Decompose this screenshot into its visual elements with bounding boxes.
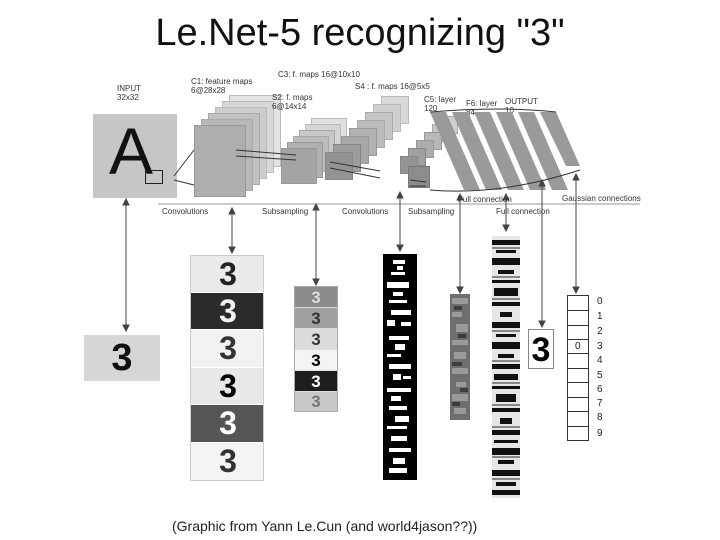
op-subsampling-2: Subsampling bbox=[408, 207, 454, 216]
output-digit: 4 bbox=[597, 355, 603, 366]
output-digit: 1 bbox=[597, 311, 603, 322]
op-gaussian-connections: Gaussian connections bbox=[562, 194, 641, 203]
f6-activation: 3 bbox=[528, 329, 554, 369]
op-convolutions-1: Convolutions bbox=[162, 207, 208, 216]
c1-map: 3 bbox=[191, 368, 263, 404]
input-activation: 3 bbox=[84, 335, 160, 381]
c1-map: 3 bbox=[191, 293, 263, 329]
op-subsampling-1: Subsampling bbox=[262, 207, 308, 216]
output-digit: 9 bbox=[597, 428, 603, 439]
output-digit: 3 bbox=[597, 341, 603, 352]
output-column bbox=[567, 295, 589, 441]
output-digit: 6 bbox=[597, 384, 603, 395]
output-digit: 7 bbox=[597, 398, 603, 409]
output-digit: 2 bbox=[597, 326, 603, 337]
c3-activation-column bbox=[383, 254, 417, 480]
s2-activation-column: 3 3 3 3 3 3 bbox=[294, 286, 338, 412]
op-full-connection-2: Full connection bbox=[496, 207, 550, 216]
op-full-connection-1: Full connection bbox=[458, 195, 512, 204]
c1-activation-column: 3 3 3 3 3 3 bbox=[190, 255, 264, 481]
output-digit: 8 bbox=[597, 412, 603, 423]
s4-activation-column bbox=[450, 294, 470, 420]
c5-activation-column bbox=[492, 236, 520, 498]
op-convolutions-2: Convolutions bbox=[342, 207, 388, 216]
output-digit: 0 bbox=[597, 296, 603, 307]
c1-map: 3 bbox=[191, 443, 263, 480]
c1-map: 3 bbox=[191, 256, 263, 292]
caption: (Graphic from Yann Le.Cun (and world4jas… bbox=[172, 518, 477, 534]
c1-map: 3 bbox=[191, 405, 263, 442]
output-marker: 0 bbox=[575, 341, 581, 352]
output-digit: 5 bbox=[597, 370, 603, 381]
c1-map: 3 bbox=[191, 330, 263, 367]
